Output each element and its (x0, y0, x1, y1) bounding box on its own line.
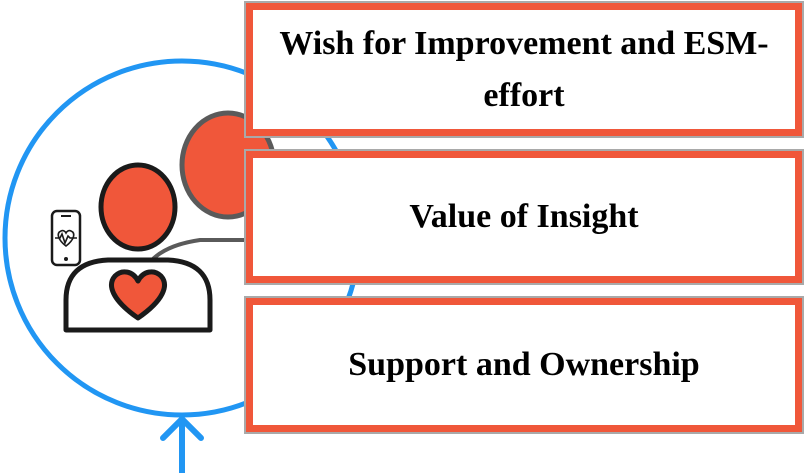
person-heart-icon (63, 162, 213, 333)
arrow-up-icon (160, 416, 204, 473)
theme-box-insight: Value of Insight (244, 149, 804, 285)
theme-label-insight: Value of Insight (409, 198, 639, 236)
theme-box-support: Support and Ownership (244, 296, 804, 434)
theme-label-support: Support and Ownership (348, 346, 700, 384)
theme-label-improvement: Wish for Improvement and ESM-effort (279, 24, 769, 114)
theme-box-improvement: Wish for Improvement and ESM-effort (244, 1, 804, 138)
smartphone-heartbeat-icon (50, 209, 82, 267)
